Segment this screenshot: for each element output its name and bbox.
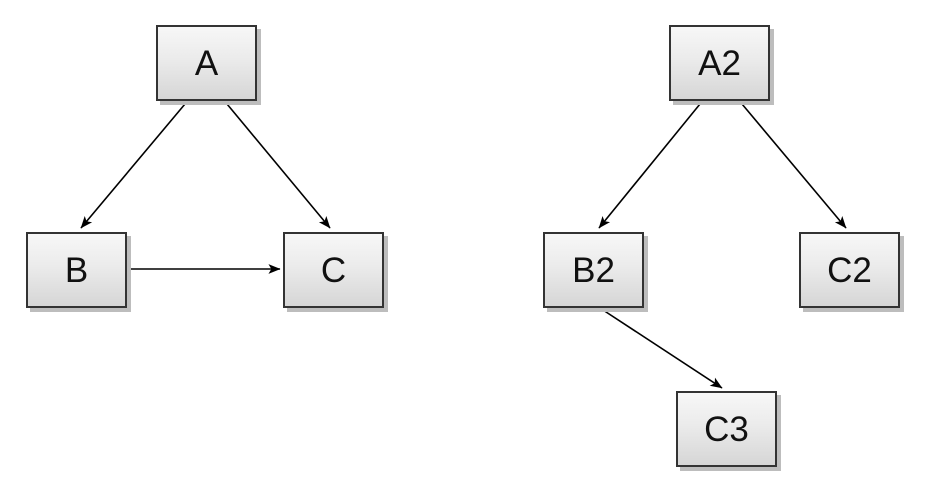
node-C3-label: C3 xyxy=(704,409,749,449)
node-C[interactable]: C xyxy=(283,232,384,308)
node-A2[interactable]: A2 xyxy=(669,25,770,101)
node-B2-label: B2 xyxy=(572,250,615,290)
node-A2-label: A2 xyxy=(698,43,741,83)
edge-B2-to-C3[interactable] xyxy=(602,309,723,389)
node-B2[interactable]: B2 xyxy=(543,232,644,308)
node-C2-label: C2 xyxy=(827,250,872,290)
node-B-label: B xyxy=(64,250,89,290)
node-A-label: A xyxy=(194,43,219,83)
edge-A-to-C[interactable] xyxy=(226,103,331,229)
edge-A-to-B[interactable] xyxy=(80,103,186,229)
node-A[interactable]: A xyxy=(156,25,257,101)
node-C3[interactable]: C3 xyxy=(676,391,777,467)
node-C2[interactable]: C2 xyxy=(799,232,900,308)
edge-A2-to-C2[interactable] xyxy=(741,103,847,229)
node-B[interactable]: B xyxy=(26,232,127,308)
node-C-label: C xyxy=(320,250,347,290)
edge-A2-to-B2[interactable] xyxy=(598,103,701,229)
